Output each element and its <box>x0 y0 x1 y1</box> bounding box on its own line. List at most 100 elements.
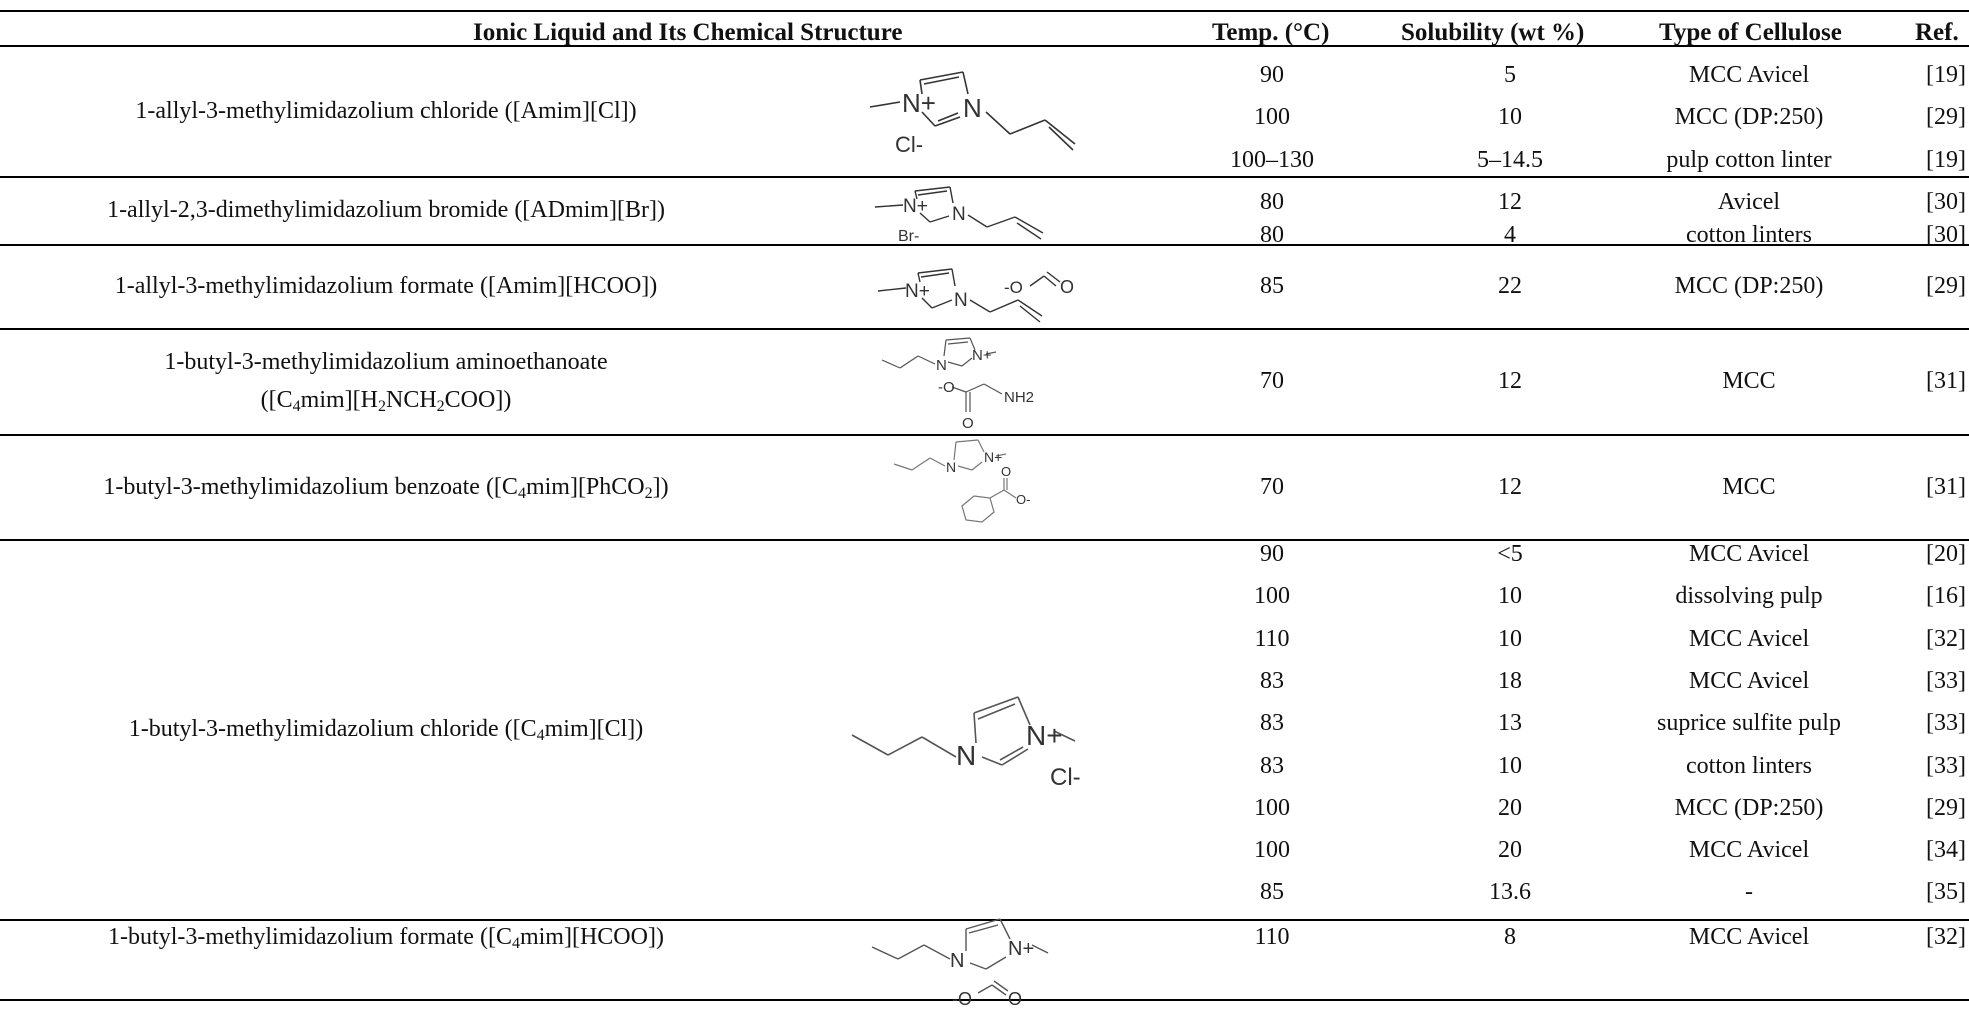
cell-sol: 20 <box>1498 794 1522 821</box>
cell-sol: 13 <box>1498 710 1522 737</box>
cell-sol: 10 <box>1498 583 1522 610</box>
cell-ref: [33] <box>1926 667 1966 694</box>
name-text: 1-butyl-3-methylimidazolium chloride ([C <box>128 716 537 742</box>
structure-c4-cl: N N+ Cl- <box>850 685 1090 800</box>
cell-type: MCC <box>1722 473 1776 500</box>
group-rule <box>0 999 1969 1001</box>
name-text: mim][PhCO <box>525 473 645 500</box>
cell-ref: [30] <box>1926 221 1966 248</box>
subscript: 2 <box>436 398 445 415</box>
table-top-rule <box>0 10 1969 12</box>
header-rule <box>0 45 1969 47</box>
svg-text:N: N <box>950 950 964 972</box>
cell-ref: [31] <box>1926 368 1966 394</box>
name-text: NCH <box>386 387 437 413</box>
cell-type: Avicel <box>1717 189 1781 215</box>
header-type-of-cellulose: Type of Cellulose <box>1659 19 1842 46</box>
structure-amim-hcoo: N+ N -O O <box>870 268 1080 339</box>
cell-temp: 100–130 <box>1230 146 1314 173</box>
cell-ref: [32] <box>1926 924 1966 950</box>
cell-type: MCC Avicel <box>1688 62 1810 88</box>
cell-sol: 22 <box>1498 273 1522 299</box>
cell-sol: 8 <box>1504 924 1516 950</box>
cell-ref: [19] <box>1926 62 1966 88</box>
group-rule <box>0 539 1969 541</box>
name-text: mim][HCOO]) <box>519 924 664 950</box>
svg-text:N: N <box>963 93 982 123</box>
name-text: 1-butyl-3-methylimidazolium benzoate ([C <box>103 473 518 500</box>
group-rule <box>0 328 1969 330</box>
name-text: 1-allyl-2,3-dimethylimidazolium bromide … <box>107 197 665 223</box>
svg-text:O-: O- <box>1016 492 1030 507</box>
cell-sol: 4 <box>1504 221 1516 248</box>
cell-temp: 85 <box>1260 273 1284 299</box>
svg-text:O: O <box>962 415 974 432</box>
svg-text:N: N <box>946 459 956 475</box>
cell-sol: <5 <box>1497 541 1523 567</box>
header-solubility: Solubility (wt %) <box>1401 19 1585 46</box>
group-rule <box>0 176 1969 178</box>
cell-type: MCC (DP:250) <box>1674 273 1824 299</box>
svg-text:N: N <box>956 740 976 771</box>
subscript: 4 <box>536 727 545 744</box>
cell-type: MCC (DP:250) <box>1674 794 1824 821</box>
cell-type: MCC <box>1722 368 1776 394</box>
cell-temp: 83 <box>1260 667 1284 694</box>
name-text: ]) <box>652 473 669 500</box>
name-text: ([C <box>260 387 293 413</box>
cell-ref: [33] <box>1926 710 1966 737</box>
structure-amim-cl: N+ N Cl- <box>860 62 1090 167</box>
cell-temp: 100 <box>1254 837 1290 864</box>
cell-sol: 10 <box>1498 104 1522 131</box>
header-ref: Ref. <box>1915 19 1959 46</box>
cell-temp: 100 <box>1254 104 1290 131</box>
group-rule <box>0 244 1969 246</box>
cell-temp: 80 <box>1260 221 1284 248</box>
cell-temp: 110 <box>1254 625 1290 652</box>
svg-text:N: N <box>954 290 968 311</box>
svg-text:N+: N+ <box>903 196 928 217</box>
cell-type: MCC Avicel <box>1688 924 1810 950</box>
cell-type: MCC Avicel <box>1688 667 1810 694</box>
name-text: mim][Cl]) <box>544 716 644 742</box>
svg-text:-O: -O <box>938 379 955 396</box>
cell-type: - <box>1745 879 1753 906</box>
cell-sol: 5 <box>1504 62 1516 88</box>
svg-text:N: N <box>952 204 966 225</box>
name-text: 1-butyl-3-methylimidazolium formate ([C <box>108 924 512 950</box>
structure-c4-benzoate: N N+ O O- <box>890 434 1070 549</box>
cell-sol: 13.6 <box>1489 879 1531 906</box>
ionic-liquid-name: 1-allyl-3-methylimidazolium chloride ([A… <box>135 92 636 130</box>
group-rule <box>0 434 1969 436</box>
cell-temp: 70 <box>1260 473 1284 500</box>
cell-ref: [29] <box>1926 794 1966 821</box>
cell-ref: [32] <box>1926 625 1966 652</box>
cell-ref: [34] <box>1926 837 1966 864</box>
cell-type: suprice sulfite pulp <box>1657 710 1841 737</box>
structure-c4-hcoo: N N+ -O O <box>870 915 1070 1012</box>
cell-ref: [30] <box>1926 189 1966 215</box>
cell-ref: [16] <box>1926 583 1966 610</box>
cell-sol: 12 <box>1498 473 1522 500</box>
svg-text:Br-: Br- <box>898 228 919 245</box>
ionic-liquid-name: 1-butyl-3-methylimidazolium formate ([C4… <box>108 918 664 956</box>
cell-sol: 18 <box>1498 667 1522 694</box>
svg-text:N: N <box>936 357 947 374</box>
svg-text:Cl-: Cl- <box>895 132 923 157</box>
cell-temp: 90 <box>1260 62 1284 88</box>
name-text: COO]) <box>444 387 512 413</box>
cell-ref: [29] <box>1926 273 1966 299</box>
svg-text:-O: -O <box>1004 278 1023 297</box>
cell-temp: 83 <box>1260 710 1284 737</box>
svg-text:O: O <box>1060 277 1074 297</box>
cell-temp: 85 <box>1260 879 1284 906</box>
svg-text:O: O <box>1008 989 1022 1009</box>
cell-temp: 83 <box>1260 752 1284 779</box>
cell-type: MCC (DP:250) <box>1674 104 1824 131</box>
svg-text:N+: N+ <box>984 449 1002 465</box>
ionic-liquid-name: 1-butyl-3-methylimidazolium benzoate ([C… <box>103 468 668 506</box>
cell-ref: [29] <box>1926 104 1966 131</box>
cell-temp: 70 <box>1260 368 1284 394</box>
header-temp: Temp. (°C) <box>1212 19 1330 46</box>
svg-text:N+: N+ <box>1008 938 1034 960</box>
